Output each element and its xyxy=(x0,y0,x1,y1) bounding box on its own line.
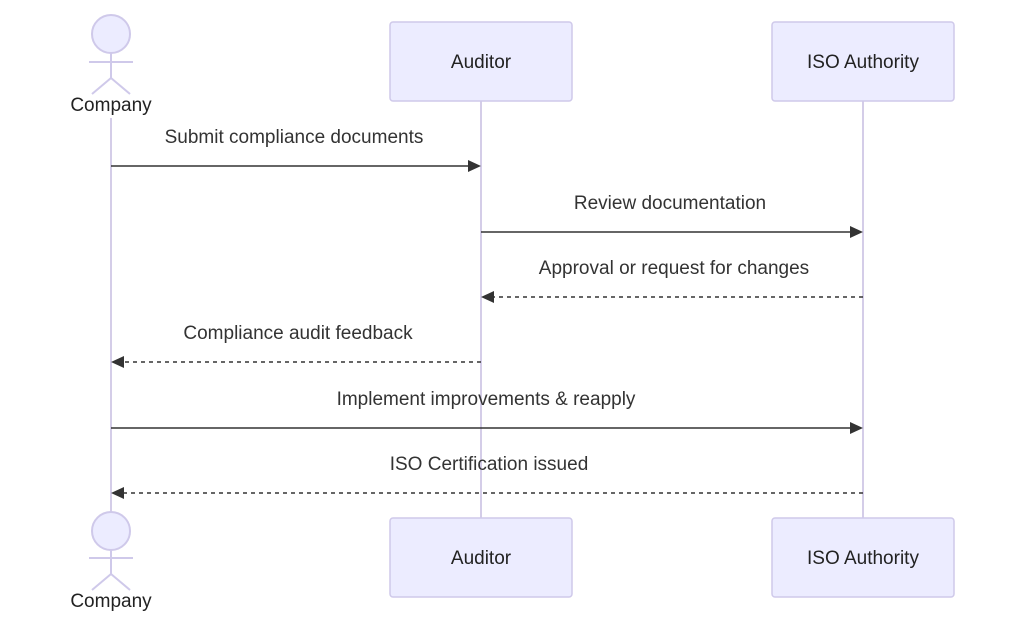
message-label: Review documentation xyxy=(574,193,766,214)
actor-label-company: Company xyxy=(70,95,152,116)
participant-label-auditor: Auditor xyxy=(451,52,512,73)
message-label: ISO Certification issued xyxy=(390,454,589,475)
participant-iso-top: ISO Authority xyxy=(771,21,955,102)
arrowhead-icon xyxy=(481,291,494,303)
arrowhead-icon xyxy=(850,226,863,238)
message-label: Approval or request for changes xyxy=(539,258,809,279)
actor-company-bottom: Company xyxy=(70,511,152,612)
message-2: Review documentation xyxy=(481,193,863,238)
message-5: Implement improvements & reapply xyxy=(111,389,863,434)
actor-head-icon xyxy=(91,14,131,54)
participant-label-iso: ISO Authority xyxy=(807,548,919,569)
participant-label-iso: ISO Authority xyxy=(807,52,919,73)
participant-auditor-top: Auditor xyxy=(389,21,573,102)
participant-label-auditor: Auditor xyxy=(451,548,512,569)
actor-head-icon xyxy=(91,511,131,551)
message-1: Submit compliance documents xyxy=(111,127,481,172)
arrowhead-icon xyxy=(111,356,124,368)
message-3: Approval or request for changes xyxy=(481,258,863,303)
message-label: Implement improvements & reapply xyxy=(337,389,636,410)
arrowhead-icon xyxy=(111,487,124,499)
participant-auditor-bottom: Auditor xyxy=(389,517,573,598)
message-label: Compliance audit feedback xyxy=(183,323,413,344)
actor-label-company: Company xyxy=(70,591,152,612)
message-label: Submit compliance documents xyxy=(165,127,424,148)
message-4: Compliance audit feedback xyxy=(111,323,481,368)
message-6: ISO Certification issued xyxy=(111,454,863,499)
actor-company-top: Company xyxy=(70,14,152,116)
arrowhead-icon xyxy=(850,422,863,434)
participant-iso-bottom: ISO Authority xyxy=(771,517,955,598)
arrowhead-icon xyxy=(468,160,481,172)
